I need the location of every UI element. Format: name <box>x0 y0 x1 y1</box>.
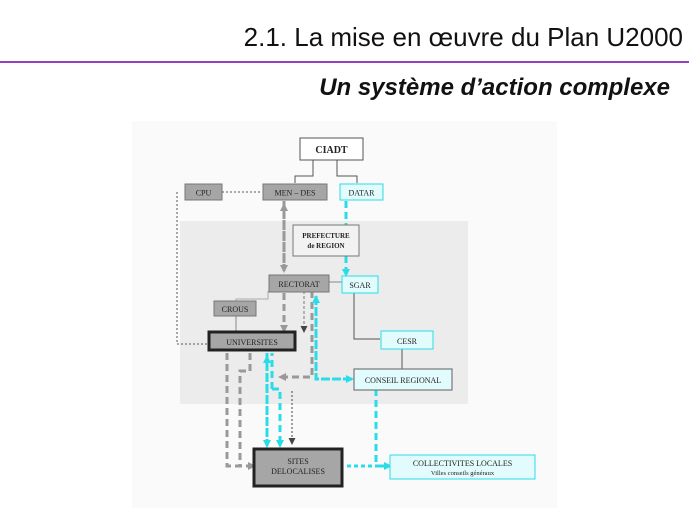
collectivites-label-line1: COLLECTIVITES LOCALES <box>413 459 512 468</box>
collectivites-label-line2: Villes conseils généraux <box>431 470 495 477</box>
diagram-canvas: CIADT CPU MEN – DES DATAR PREFECTURE de … <box>176 137 536 488</box>
universites-label: UNIVERSITES <box>226 338 278 347</box>
node-men-des: MEN – DES <box>262 183 328 201</box>
node-ciadt: CIADT <box>299 137 364 161</box>
prefecture-label-line2: de REGION <box>307 242 344 250</box>
conseil-regional-label: CONSEIL REGIONAL <box>365 376 441 385</box>
node-datar: DATAR <box>339 183 384 201</box>
crous-label: CROUS <box>222 305 249 314</box>
gray-dashed-flows <box>225 201 314 470</box>
action-system-diagram: CIADT CPU MEN – DES DATAR PREFECTURE de … <box>132 121 557 508</box>
node-rectorat: RECTORAT <box>268 274 330 293</box>
datar-label: DATAR <box>348 189 375 198</box>
node-sgar: SGAR <box>341 275 379 294</box>
sites-label-line2: DELOCALISES <box>271 467 325 476</box>
node-prefecture: PREFECTURE de REGION <box>292 224 360 257</box>
prefecture-label-line1: PREFECTURE <box>302 232 350 240</box>
cesr-label: CESR <box>397 337 418 346</box>
slide-subtitle: Un système d’action complexe <box>319 74 670 101</box>
node-cesr: CESR <box>380 330 434 350</box>
node-universites: UNIVERSITES <box>207 330 297 352</box>
slide-title: 2.1. La mise en œuvre du Plan U2000 <box>243 22 683 52</box>
sites-label-line1: SITES <box>287 457 308 466</box>
cyan-dashed-flows <box>263 201 392 470</box>
node-cpu: CPU <box>184 183 223 201</box>
rectorat-label: RECTORAT <box>278 280 319 289</box>
ciadt-label: CIADT <box>315 145 348 156</box>
cpu-label: CPU <box>196 189 212 198</box>
node-sites-delocalises: SITES DELOCALISES <box>252 447 344 488</box>
node-conseil-regional: CONSEIL REGIONAL <box>353 368 453 391</box>
sgar-label: SGAR <box>349 281 371 290</box>
men-des-label: MEN – DES <box>275 189 316 198</box>
node-crous: CROUS <box>213 300 257 317</box>
node-collectivites-locales: COLLECTIVITES LOCALES Villes conseils gé… <box>389 454 536 480</box>
title-divider <box>0 61 689 63</box>
